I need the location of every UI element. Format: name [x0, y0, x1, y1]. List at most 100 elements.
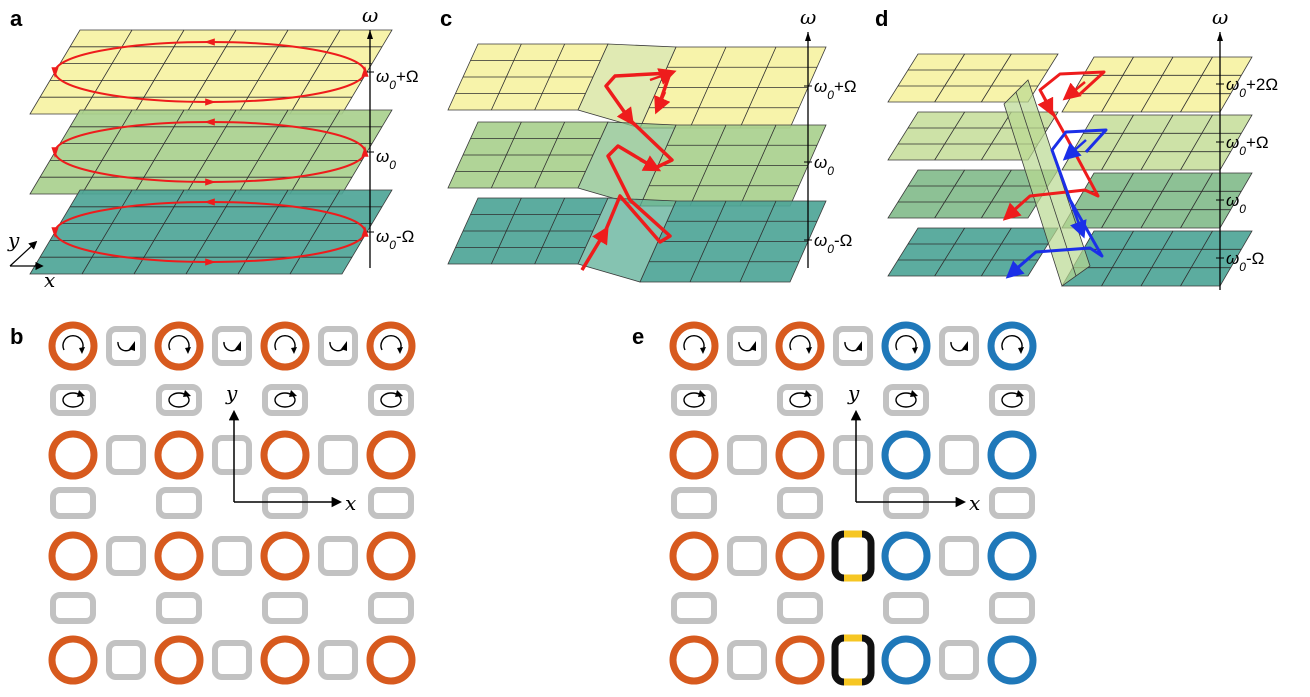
- panel-d-ramp: [1003, 79, 1091, 287]
- panel-b-link-resonator: [50, 592, 96, 624]
- panel-e-ring-resonator: [987, 321, 1037, 371]
- panel-d-sheet-bot-right-gridline: [1180, 230, 1213, 287]
- panel-d-freq-label-bot: ω0-Ω: [1226, 249, 1264, 274]
- panel-c-path-arrow: [654, 91, 671, 115]
- panel-b-circulation-arrow: [168, 392, 190, 408]
- panel-c-freq-label-top: ω0+Ω: [814, 77, 857, 102]
- panel-d-sheet-top-left: [887, 53, 1059, 103]
- panel-b-circulation-arrow: [62, 392, 84, 408]
- panel-d-sheet-mid-right-gridline: [1140, 172, 1174, 229]
- panel-b-circulation-arrowhead: [79, 347, 85, 354]
- panel-b-resonator-grid: [48, 321, 416, 685]
- panel-d-sheet-bot-left-gridline: [980, 227, 1012, 277]
- panel-e-circulation-arrowhead: [698, 390, 706, 397]
- panel-c-omega-label: ω: [800, 5, 816, 29]
- panel-a-sheet-mid-gridline: [237, 109, 289, 195]
- panel-b-ring-resonator: [154, 635, 204, 685]
- panel-d-sheet-mid-left-gridline: [934, 169, 966, 219]
- panel-e-link-resonator: [777, 487, 823, 519]
- panel-b-circulation-arrowhead: [341, 341, 347, 351]
- panel-e-circulation-arrow: [895, 334, 917, 351]
- panel-b-ring-resonator: [154, 430, 204, 480]
- panel-d-sheet-mid-right-gridline: [1180, 172, 1213, 229]
- panel-a-omega-label: ω: [362, 3, 378, 27]
- panel-b-circulation-arrow: [380, 392, 402, 408]
- panel-c-path-arrow: [639, 155, 662, 172]
- panel-b-axes: y x: [222, 381, 356, 515]
- panel-a-omega-arrowhead: [367, 30, 373, 39]
- panel-e-link-resonator: [883, 592, 929, 624]
- panel-d-blue-arrow: [1062, 139, 1087, 161]
- panel-b-link-resonator: [106, 435, 146, 475]
- panel-e-circulation-arrowhead: [1018, 347, 1024, 354]
- panel-b-link-resonator: [368, 384, 414, 416]
- panel-c-path-arrow: [580, 226, 609, 271]
- panel-d-sheet-bot-right-gridline: [1101, 230, 1134, 287]
- panel-b-link-resonator: [50, 487, 96, 519]
- panel-e-circulation-arrowhead: [750, 341, 756, 351]
- panel-d-omega-arrowhead: [1217, 32, 1223, 41]
- panel-label-a: a: [10, 6, 23, 31]
- panel-e-ring-resonator: [775, 430, 825, 480]
- panel-b-ring-resonator: [48, 321, 98, 371]
- panel-d-ramp-edge: [1015, 91, 1077, 277]
- panel-b-circulation-arrowhead: [77, 390, 85, 397]
- panel-e-ring-resonator: [987, 531, 1037, 581]
- panel-b-link-resonator: [212, 536, 252, 576]
- panel-e-circulation-arrow: [1001, 392, 1023, 408]
- panel-b-circulation-arrow: [223, 341, 239, 352]
- panel-a-x-label: x: [44, 268, 55, 292]
- panel-d-sheet-top-right-gridline: [1101, 56, 1134, 113]
- panel-e-link-resonator: [777, 592, 823, 624]
- panel-e-link-resonator: [833, 326, 873, 366]
- panel-a-sheet-mid-gridline: [185, 109, 237, 195]
- panel-b-ring-resonator: [366, 635, 416, 685]
- panel-a-sheet-bot-gridline: [81, 189, 133, 275]
- panel-b-link-resonator: [368, 487, 414, 519]
- panel-c-path-arrow: [649, 68, 677, 85]
- panel-e-link-resonator: [989, 487, 1035, 519]
- panel-e-circulation-arrow: [844, 341, 860, 352]
- panel-c-path-arrow: [604, 85, 635, 126]
- panel-b-ring-resonator: [154, 531, 204, 581]
- panel-b-link-resonator: [212, 435, 252, 475]
- panel-e-link-resonator: [939, 640, 979, 680]
- panel-a-sheet-bot-gridline: [289, 189, 341, 275]
- panel-d-red-arrow: [1062, 81, 1086, 101]
- panel-e-link-resonator: [939, 435, 979, 475]
- panel-e-circulation-arrow: [895, 392, 917, 408]
- panel-b-circulation-arrow: [117, 341, 133, 352]
- panel-b-ring-resonator: [260, 430, 310, 480]
- panel-a-sheet-bot-gridline: [237, 189, 289, 275]
- panel-e-ring-resonator: [881, 430, 931, 480]
- panel-a-sheet-bot: [29, 189, 393, 275]
- panel-e-circulation-arrowhead: [856, 341, 862, 351]
- panel-e-link-resonator: [777, 384, 823, 416]
- panel-d-omega-label: ω: [1212, 5, 1228, 29]
- panel-e-ring-resonator: [987, 430, 1037, 480]
- panel-d-blue-arrow: [1068, 199, 1087, 239]
- panel-b-link-resonator: [156, 592, 202, 624]
- panel-a-sheet-top-gridline: [81, 29, 133, 115]
- panel-e-link-resonator: [727, 536, 767, 576]
- panel-e-circulation-arrowhead: [962, 341, 968, 351]
- panel-b-circulation-arrow: [380, 334, 402, 351]
- panel-d-sheet-upper-left-gridline: [980, 111, 1012, 161]
- panel-d-freq-label-upper: ω0+Ω: [1226, 133, 1269, 158]
- panel-a-freq-label-mid: ω0: [376, 147, 396, 172]
- panel-b-circulation-arrow: [274, 334, 296, 351]
- panel-b-link-resonator: [156, 487, 202, 519]
- panel-b-link-resonator: [262, 487, 308, 519]
- panel-e-ring-resonator: [669, 635, 719, 685]
- panel-c-freq-label-mid: ω0: [814, 153, 834, 178]
- panel-b-link-resonator: [212, 326, 252, 366]
- panel-e-link-resonator: [727, 640, 767, 680]
- panel-e-ring-resonator: [881, 635, 931, 685]
- panel-e-ring-resonator: [881, 531, 931, 581]
- panel-e-axes: y x: [844, 381, 980, 515]
- panel-e-link-resonator: [727, 435, 767, 475]
